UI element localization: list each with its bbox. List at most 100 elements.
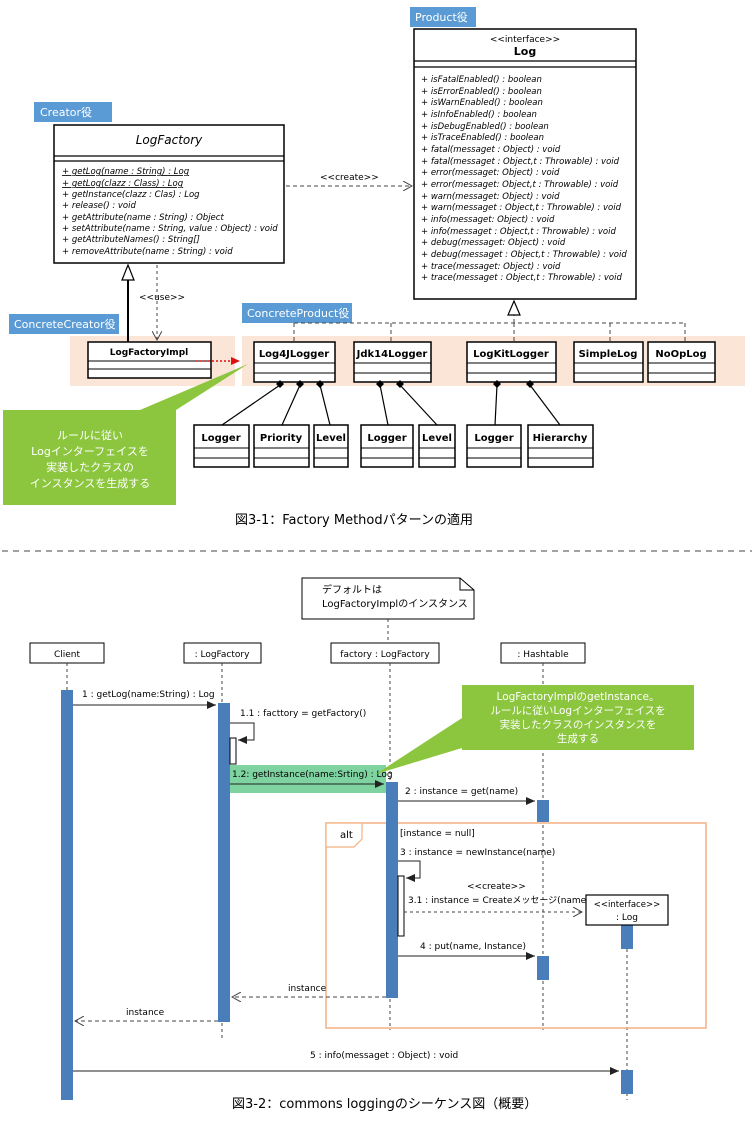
activation-client bbox=[61, 690, 73, 1100]
concrete-creator-role-label: ConcreteCreator役 bbox=[14, 317, 116, 331]
log-factory-method: + getLog(name : String) : Log bbox=[62, 167, 190, 177]
activation-hashtable bbox=[537, 800, 549, 822]
log-method: + debug(messaget: Object) : void bbox=[421, 238, 566, 248]
log-method: + isWarnEnabled() : boolean bbox=[421, 98, 543, 108]
log-method: + error(messaget: Object,t : Throwable) … bbox=[421, 180, 619, 190]
part-name: Logger bbox=[474, 433, 513, 444]
log-object-name: : Log bbox=[616, 913, 638, 923]
log-method: + info(messaget: Object) : void bbox=[421, 215, 555, 225]
note-1-line: 実装したクラスの bbox=[46, 460, 134, 474]
part-logger: Logger bbox=[466, 424, 522, 468]
message-1-1 bbox=[230, 722, 255, 744]
note-1-line: ルールに従い bbox=[57, 429, 123, 442]
log-factory-method: + setAttribute(name : String, value : Ob… bbox=[62, 224, 278, 234]
log-method: + isTraceEnabled() : boolean bbox=[421, 133, 544, 143]
message-1-1-label: 1.1 : facttory = getFactory() bbox=[240, 709, 366, 719]
part-hierarchy: Hierarchy bbox=[527, 424, 594, 468]
creator-role-tag bbox=[34, 102, 112, 122]
return-label: instance bbox=[126, 1008, 165, 1018]
generalization-arrowhead bbox=[121, 263, 135, 281]
part-logger: Logger bbox=[193, 424, 250, 468]
log-method: + fatal(messaget : Object) : void bbox=[421, 145, 561, 155]
part-name: Level bbox=[316, 433, 346, 444]
log-method: + warn(messaget : Object,t : Throwable) … bbox=[421, 203, 622, 213]
part-level: Level bbox=[418, 424, 456, 468]
product-name: Log4JLogger bbox=[259, 349, 329, 360]
log-factory-method: + release() : void bbox=[62, 201, 136, 211]
message-4-label: 4 : put(name, Instance) bbox=[420, 942, 526, 952]
figure-1-caption: 図3-1：Factory Methodパターンの適用 bbox=[235, 512, 473, 528]
note-2-line: 生成する bbox=[557, 732, 599, 745]
message-3-1-label: 3.1 : instance = Createメッセージ(name) bbox=[408, 895, 590, 906]
concrete-product-role-label: ConcreteProduct役 bbox=[247, 306, 349, 320]
message-2-label: 2 : instance = get(name) bbox=[405, 787, 518, 797]
alt-label: alt bbox=[340, 830, 353, 841]
part-name: Priority bbox=[260, 433, 303, 444]
product-logkitlogger: LogKitLogger bbox=[466, 341, 557, 383]
message-highlight bbox=[230, 765, 386, 793]
log-factory-class: LogFactory + getLog(name : String) : Log… bbox=[53, 124, 285, 264]
log-method: + error(messaget: Object) : void bbox=[421, 168, 560, 178]
note-green-2: LogFactoryImplのgetInstance。 ルールに従いLogインタ… bbox=[376, 685, 694, 774]
part-logger: Logger bbox=[360, 424, 414, 468]
lifeline-name: factory : LogFactory bbox=[340, 650, 430, 660]
concrete-creator-role-tag bbox=[9, 314, 119, 334]
product-role-label: Product役 bbox=[415, 10, 468, 24]
part-level: Level bbox=[313, 424, 349, 468]
creator-role-label: Creator役 bbox=[40, 105, 92, 119]
message-3-label: 3 : instance = newInstance(name) bbox=[400, 848, 555, 858]
message-3 bbox=[398, 860, 421, 882]
figure-2-caption: 図3-2：commons loggingのシーケンス図（概要） bbox=[232, 1097, 537, 1112]
lifeline-factory: factory : LogFactory bbox=[330, 642, 440, 664]
activation-factory bbox=[386, 782, 398, 998]
log-method: + debug(messaget : Object,t : Throwable)… bbox=[421, 250, 627, 260]
return-label: instance bbox=[288, 984, 327, 994]
note-default-line: デフォルトは bbox=[322, 583, 382, 596]
message-5-label: 5 : info(messaget : Object) : void bbox=[310, 1051, 458, 1061]
lifeline-client: Client bbox=[29, 642, 105, 664]
log-factory-name: LogFactory bbox=[136, 133, 203, 147]
part-name: Hierarchy bbox=[533, 433, 588, 444]
log-factory-method: + getLog(clazz : Class) : Log bbox=[62, 179, 184, 189]
log-method: + isDebugEnabled() : boolean bbox=[421, 122, 549, 132]
message-1-2-label: 1.2: getInstance(name:Srting) : Log bbox=[232, 770, 393, 780]
lifeline-logfactory: : LogFactory bbox=[183, 642, 262, 664]
activation-logfactory bbox=[218, 703, 230, 1022]
note-2-line: 実装したクラスのインスタンスを bbox=[500, 718, 657, 731]
note-1-line: Logインターフェイスを bbox=[31, 445, 149, 458]
realization-arrowhead bbox=[507, 299, 521, 316]
log-factory-impl-class: LogFactoryImpl bbox=[87, 341, 212, 379]
activation-log bbox=[621, 1070, 633, 1094]
create-stereotype: <<create>> bbox=[467, 882, 526, 892]
note-1-line: インスタンスを生成する bbox=[30, 476, 151, 490]
self-activation bbox=[397, 875, 405, 937]
log-stereotype: <<interface>> bbox=[490, 35, 560, 45]
log-method: + trace(messaget : Object,t : Throwable)… bbox=[421, 273, 622, 283]
part-priority: Priority bbox=[253, 424, 310, 468]
product-name: SimpleLog bbox=[579, 349, 638, 360]
lifeline-name: : LogFactory bbox=[195, 650, 251, 660]
composition-diamonds bbox=[276, 380, 534, 388]
product-log4jlogger: Log4JLogger bbox=[253, 341, 336, 383]
lifeline-name: Client bbox=[54, 650, 81, 660]
log-method: + isInfoEnabled() : boolean bbox=[421, 110, 537, 120]
product-jdk14logger: Jdk14Logger bbox=[353, 341, 432, 383]
product-role-tag bbox=[410, 7, 476, 27]
product-name: LogKitLogger bbox=[473, 349, 549, 360]
log-method: + isFatalEnabled() : boolean bbox=[421, 75, 542, 85]
log-method: + fatal(messaget : Object,t : Throwable)… bbox=[421, 157, 620, 167]
product-name: Jdk14Logger bbox=[356, 349, 428, 360]
log-factory-method: + removeAttribute(name : String) : void bbox=[62, 247, 233, 257]
log-object: <<interface>> : Log bbox=[585, 894, 669, 926]
activation-log bbox=[621, 925, 633, 949]
log-object-stereotype: <<interface>> bbox=[594, 900, 660, 910]
log-interface-class: <<interface>> Log + isFatalEnabled() : b… bbox=[413, 28, 637, 300]
use-label: <<use>> bbox=[139, 293, 185, 303]
activation-hashtable bbox=[537, 956, 549, 980]
log-factory-method: + getAttributeNames() : String[] bbox=[62, 235, 200, 245]
log-method: + info(messaget : Object,t : Throwable) … bbox=[421, 227, 616, 237]
realization-lines bbox=[293, 315, 686, 342]
self-activation bbox=[229, 737, 237, 765]
note-default-line: LogFactoryImplのインスタンス bbox=[322, 598, 468, 610]
